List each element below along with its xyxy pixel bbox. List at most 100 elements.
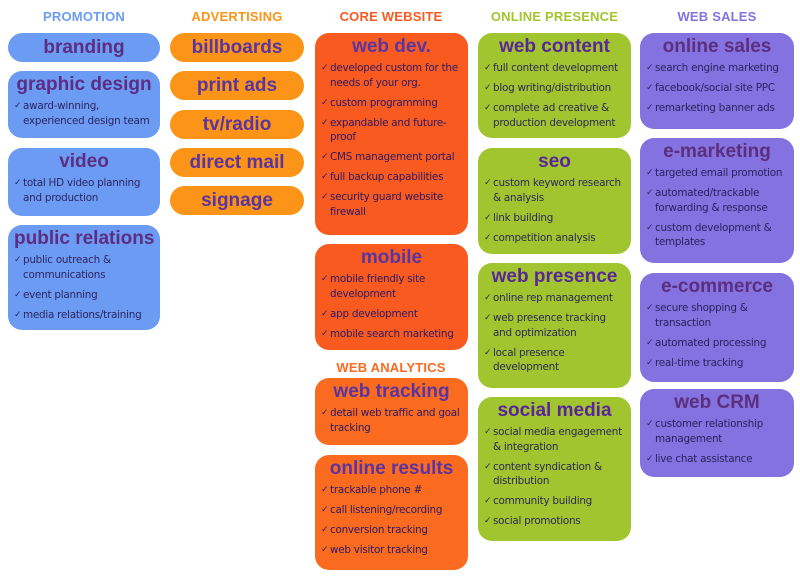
box-signage: signage (170, 186, 304, 215)
feature-text: event planning (23, 288, 98, 301)
feature-list: ✓detail web traffic and goal tracking (321, 406, 462, 435)
feature-text: security guard website firewall (330, 191, 444, 218)
feature-item: ✓CMS management portal (321, 150, 462, 165)
box-title: online results (329, 458, 454, 479)
feature-text: full backup capabilities (330, 171, 444, 183)
feature-item: ✓blog writing/distribution (484, 81, 625, 96)
box-title: mobile (360, 247, 423, 268)
feature-text: search engine marketing (655, 62, 779, 74)
checkmark-icon: ✓ (321, 152, 329, 162)
box-online-results: online results ✓trackable phone # ✓call l… (315, 455, 468, 570)
checkmark-icon: ✓ (484, 347, 492, 358)
feature-text: CMS management portal (330, 151, 455, 163)
feature-item: ✓security guard website firewall (321, 190, 462, 219)
box-title: web tracking (333, 381, 450, 402)
box-public-relations: public relations ✓public outreach & comm… (8, 225, 160, 330)
feature-item: ✓custom programming (321, 96, 462, 111)
checkmark-icon: ✓ (484, 212, 492, 223)
box-branding: branding (8, 33, 160, 62)
checkmark-icon: ✓ (484, 427, 492, 437)
feature-list: ✓developed custom for the needs of your … (321, 61, 462, 219)
checkmark-icon: ✓ (321, 274, 329, 284)
checkmark-icon: ✓ (484, 83, 492, 93)
box-title: graphic design (16, 74, 152, 95)
feature-text: media relations/training (23, 308, 142, 321)
feature-text: complete ad creative & production develo… (493, 102, 616, 129)
box-title: direct mail (189, 151, 285, 173)
checkmark-icon: ✓ (484, 63, 492, 73)
checkmark-icon: ✓ (646, 188, 654, 198)
box-graphic-design: graphic design ✓award-winning, experienc… (8, 71, 160, 138)
feature-item: ✓full backup capabilities (321, 170, 462, 185)
feature-text: web visitor tracking (330, 544, 428, 556)
feature-item: ✓community building (484, 494, 625, 509)
feature-item: ✓call listening/recording (321, 503, 462, 518)
feature-text: app development (330, 307, 418, 320)
box-online-sales: online sales ✓search engine marketing✓fa… (640, 33, 794, 129)
box-video: video ✓total HD video planning and produ… (8, 148, 160, 216)
feature-item: ✓mobile friendly site development (321, 272, 462, 301)
box-title: online sales (662, 36, 772, 57)
feature-item: ✓full content development (484, 61, 625, 76)
feature-text: custom programming (330, 96, 438, 109)
box-print-ads: print ads (170, 71, 304, 100)
box-web-presence: web presence ✓online rep management✓web … (478, 263, 631, 388)
box-e-commerce: e-commerce ✓secure shopping & transactio… (640, 273, 794, 382)
feature-text: competition analysis (493, 231, 596, 244)
checkmark-icon: ✓ (321, 505, 329, 515)
feature-text: real-time tracking (655, 356, 744, 369)
checkmark-icon: ✓ (321, 308, 329, 319)
checkmark-icon: ✓ (321, 408, 329, 418)
checkmark-icon: ✓ (14, 178, 22, 188)
feature-list: ✓customer relationship management ✓live c… (646, 417, 788, 466)
feature-text: social promotions (493, 515, 581, 527)
feature-item: ✓expandable and future-proof (321, 116, 462, 145)
feature-list: ✓public outreach & communications✓event … (14, 253, 154, 322)
box-mobile: mobile ✓mobile friendly site development… (315, 244, 468, 350)
heading-web-analytics: WEB ANALYTICS (336, 360, 446, 375)
heading-web-sales: WEB SALES (677, 9, 757, 24)
feature-text: social media engagement & integration (493, 426, 622, 453)
feature-list: ✓total HD video planning and production (14, 176, 154, 205)
feature-text: mobile friendly site development (330, 273, 426, 300)
feature-text: trackable phone # (330, 484, 423, 496)
box-tv-radio: tv/radio (170, 110, 304, 139)
feature-item: ✓real-time tracking (646, 356, 788, 371)
checkmark-icon: ✓ (14, 101, 22, 111)
box-web-tracking: web tracking ✓detail web traffic and goa… (315, 378, 468, 445)
feature-text: community building (493, 495, 593, 507)
heading-promotion: PROMOTION (43, 9, 125, 24)
heading-online-presence: ONLINE PRESENCE (490, 9, 619, 24)
feature-text: conversion tracking (330, 524, 428, 536)
feature-item: ✓conversion tracking (321, 523, 462, 538)
heading-advertising: ADVERTISING (191, 9, 283, 24)
feature-item: ✓custom development & templates (646, 221, 788, 250)
feature-item: ✓live chat assistance (646, 452, 788, 467)
feature-item: ✓online rep management (484, 291, 625, 306)
feature-item: ✓competition analysis (484, 231, 625, 246)
feature-item: ✓detail web traffic and goal tracking (321, 406, 462, 435)
feature-list: ✓trackable phone # ✓call listening/record… (321, 483, 462, 558)
feature-item: ✓web visitor tracking (321, 543, 462, 558)
checkmark-icon: ✓ (321, 328, 329, 339)
box-title: web content (499, 36, 610, 57)
feature-item: ✓social media engagement & integration (484, 425, 625, 454)
feature-list: ✓online rep management✓web presence trac… (484, 291, 625, 375)
checkmark-icon: ✓ (484, 461, 492, 472)
feature-text: custom development & templates (655, 221, 772, 249)
checkmark-icon: ✓ (321, 63, 329, 73)
feature-text: developed custom for the needs of your o… (330, 62, 458, 89)
box-title: tv/radio (202, 113, 272, 135)
feature-list: ✓custom keyword research & analysis✓link… (484, 176, 625, 245)
feature-item: ✓facebook/social site PPC (646, 81, 788, 96)
feature-item: ✓social promotions (484, 514, 625, 529)
box-title: social media (497, 400, 612, 421)
checkmark-icon: ✓ (646, 419, 654, 429)
feature-item: ✓event planning (14, 288, 154, 303)
feature-text: customer relationship management (655, 418, 764, 445)
feature-item: ✓total HD video planning and production (14, 176, 154, 205)
feature-text: automated processing (655, 336, 767, 349)
checkmark-icon: ✓ (321, 172, 329, 182)
checkmark-icon: ✓ (646, 337, 654, 348)
checkmark-icon: ✓ (484, 293, 492, 303)
